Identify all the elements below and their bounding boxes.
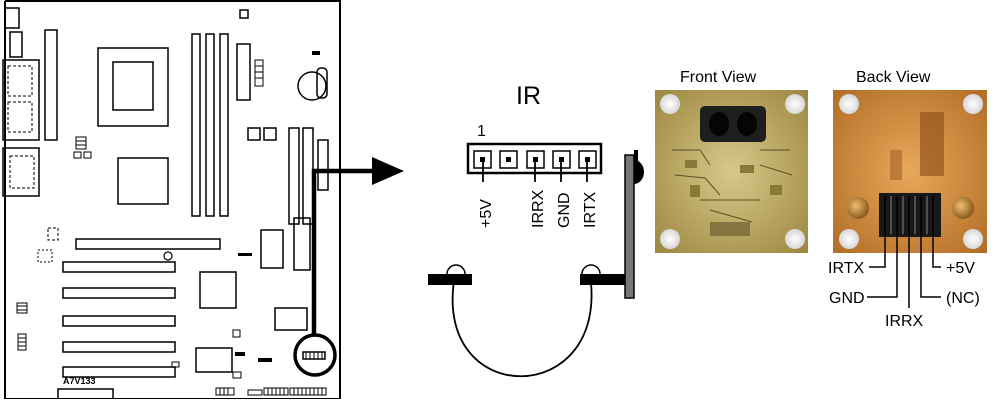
pci-slot-2 bbox=[62, 287, 176, 299]
cable-connector-left bbox=[428, 274, 472, 285]
ide-connector-1 bbox=[288, 127, 300, 225]
back-label-nc: (NC) bbox=[946, 290, 980, 307]
back-label-irrx: IRRX bbox=[885, 313, 924, 330]
ir-header-diagram: IR 1 +5V IRRX GND IRTX bbox=[466, 82, 603, 228]
back-connector-block bbox=[879, 193, 941, 237]
dimm-slot-1 bbox=[191, 33, 201, 217]
dimm-slot-3 bbox=[219, 33, 229, 217]
dimm-slot-2 bbox=[205, 33, 215, 217]
pci-slot-3 bbox=[62, 315, 176, 327]
pin-label-gnd: GND bbox=[556, 192, 573, 228]
pci-slot-1 bbox=[62, 261, 176, 273]
ir-header-highlight-circle bbox=[293, 333, 337, 377]
ir-module-side-pcb bbox=[624, 154, 635, 299]
back-label-irtx: IRTX bbox=[828, 260, 864, 277]
chipset-south bbox=[260, 229, 284, 269]
back-view: Back View bbox=[833, 69, 987, 253]
header-pin-leads bbox=[482, 162, 588, 182]
floppy-connector bbox=[317, 139, 329, 191]
ir-cable-assembly bbox=[428, 150, 644, 378]
cable-connector-right bbox=[580, 274, 628, 285]
io-port-1 bbox=[4, 7, 20, 29]
agp-slot bbox=[75, 238, 221, 250]
ide-connector-2 bbox=[302, 127, 314, 225]
battery bbox=[297, 71, 327, 101]
io-port-3 bbox=[2, 59, 40, 141]
pin-label-irrx: IRRX bbox=[530, 189, 547, 228]
io-tall-connector bbox=[44, 29, 58, 141]
front-view-title: Front View bbox=[680, 69, 757, 86]
pci-slot-5 bbox=[62, 366, 176, 378]
bottom-headers bbox=[215, 387, 327, 396]
io-port-2 bbox=[9, 31, 23, 58]
front-view: Front View bbox=[655, 69, 808, 253]
cpu-socket bbox=[97, 47, 169, 127]
ir-cable bbox=[451, 274, 593, 378]
chipset-north bbox=[117, 157, 169, 205]
atx-power-connector bbox=[236, 43, 251, 101]
pci-slot-4 bbox=[62, 341, 176, 353]
pointer-arrow-head bbox=[372, 157, 404, 185]
ir-title: IR bbox=[516, 82, 541, 110]
pin-label-irtx: IRTX bbox=[582, 192, 599, 228]
pointer-line bbox=[311, 168, 380, 335]
back-view-leaders bbox=[867, 196, 941, 308]
back-view-title: Back View bbox=[856, 69, 931, 86]
pin-one-label: 1 bbox=[477, 123, 486, 140]
cpu-socket-core bbox=[112, 61, 154, 111]
board-model-label: A7V133 bbox=[63, 376, 96, 386]
back-label-5v: +5V bbox=[946, 260, 975, 277]
motherboard: A7V133 bbox=[2, 0, 341, 400]
back-label-gnd: GND bbox=[829, 290, 865, 307]
pin-label-5v: +5V bbox=[478, 199, 495, 228]
io-port-4 bbox=[2, 147, 40, 197]
